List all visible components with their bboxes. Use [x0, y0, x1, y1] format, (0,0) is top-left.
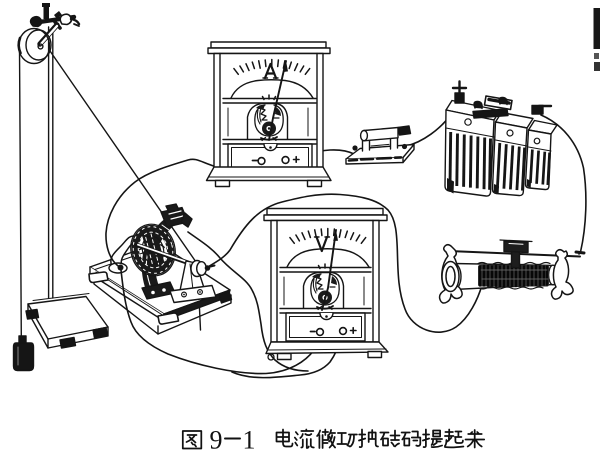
svg-text:9: 9: [210, 426, 223, 455]
svg-text:1: 1: [243, 426, 256, 455]
